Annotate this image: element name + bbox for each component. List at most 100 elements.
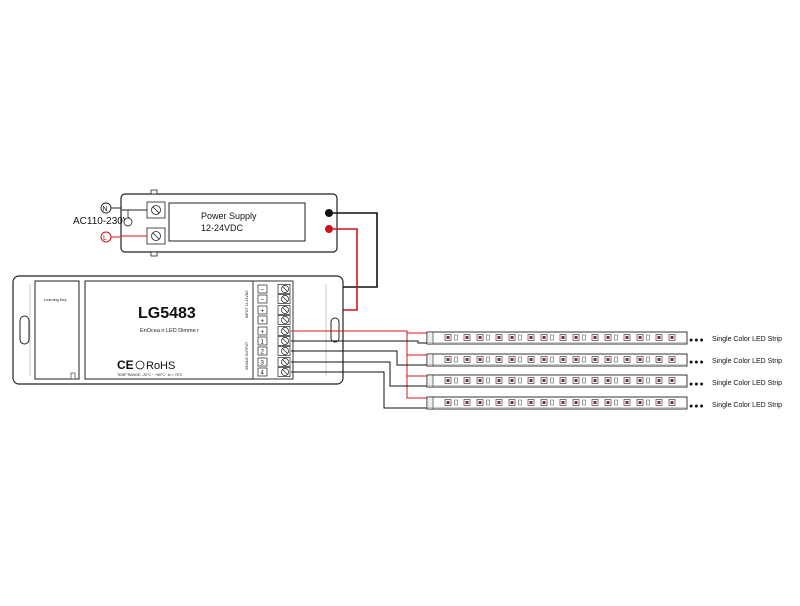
led-emitter xyxy=(657,401,661,404)
dimmer-model: LG5483 xyxy=(138,305,196,322)
strip-ellipsis: ●●● xyxy=(689,403,705,410)
ground-icon xyxy=(123,217,133,227)
led-emitter xyxy=(478,358,482,361)
resistor xyxy=(518,334,522,341)
led-emitter xyxy=(574,358,578,361)
power-supply-tab xyxy=(150,251,158,257)
led-emitter xyxy=(497,379,501,382)
led-emitter xyxy=(465,401,469,404)
terminal-label-box xyxy=(257,305,268,315)
strip-connector xyxy=(426,374,434,388)
led-strip xyxy=(426,374,688,388)
strip-connector xyxy=(426,331,434,345)
resistor xyxy=(518,399,522,406)
screw-slot xyxy=(282,369,288,375)
led-emitter xyxy=(657,379,661,382)
neutral-symbol: N xyxy=(103,206,108,213)
live-symbol: L xyxy=(103,235,107,242)
led-emitter xyxy=(542,336,546,339)
resistor xyxy=(646,334,650,341)
terminal-label-box xyxy=(257,294,268,304)
led-emitter xyxy=(574,401,578,404)
led-emitter xyxy=(670,336,674,339)
ac-input-label: AC110-230V xyxy=(73,216,130,227)
led-emitter xyxy=(478,401,482,404)
learning-key-label: Learning Key xyxy=(44,298,66,302)
led-emitter xyxy=(542,379,546,382)
strip-connector xyxy=(426,353,434,367)
terminal-label: + xyxy=(261,319,265,325)
terminal-label: 1 xyxy=(261,340,265,346)
strip-ellipsis: ●●● xyxy=(689,381,705,388)
resistor xyxy=(582,356,586,363)
terminal-label: + xyxy=(261,330,265,336)
resistor xyxy=(486,399,490,406)
terminal-label: 2 xyxy=(261,350,265,356)
resistor xyxy=(518,356,522,363)
resistor xyxy=(486,356,490,363)
screw-slot xyxy=(282,338,288,344)
led-emitter xyxy=(561,401,565,404)
led-emitter xyxy=(638,379,642,382)
led-emitter xyxy=(446,358,450,361)
strip-label: Single Color LED Strip xyxy=(712,336,782,343)
power-supply-voltage: 12-24VDC xyxy=(201,223,244,233)
resistor xyxy=(614,356,618,363)
resistor xyxy=(646,399,650,406)
led-emitter xyxy=(465,336,469,339)
power-supply: Power Supply 12-24VDC AC110-230V N L xyxy=(73,189,338,257)
led-emitter xyxy=(657,336,661,339)
dc-terminal-negative xyxy=(325,209,333,217)
led-emitter xyxy=(465,358,469,361)
resistor xyxy=(614,377,618,384)
screw-slot xyxy=(282,328,288,334)
power-supply-tab xyxy=(150,189,158,195)
resistor xyxy=(582,377,586,384)
screw-slot xyxy=(282,296,288,302)
screw-slot xyxy=(282,286,288,292)
led-emitter xyxy=(465,379,469,382)
led-emitter xyxy=(478,379,482,382)
led-emitter xyxy=(670,379,674,382)
output-wire xyxy=(291,371,433,409)
terminal-label-box xyxy=(257,346,268,356)
resistor xyxy=(454,377,458,384)
led-emitter xyxy=(670,358,674,361)
led-emitter xyxy=(510,401,514,404)
resistor xyxy=(582,399,586,406)
output-wire xyxy=(406,376,433,399)
output-wire xyxy=(291,361,433,387)
led-emitter xyxy=(625,379,629,382)
resistor xyxy=(582,334,586,341)
strip-captions: ●●● Single Color LED Strip ●●● Single Co… xyxy=(689,336,782,410)
resistor xyxy=(646,356,650,363)
led-emitter xyxy=(510,336,514,339)
terminal-label-box xyxy=(257,315,268,325)
screw-slot xyxy=(282,359,288,365)
led-emitter xyxy=(542,401,546,404)
resistor xyxy=(486,377,490,384)
strip-ellipsis: ●●● xyxy=(689,359,705,366)
terminal-label-box xyxy=(257,367,268,377)
strip-connector xyxy=(426,396,434,410)
strip-label: Single Color LED Strip xyxy=(712,402,782,409)
resistor xyxy=(550,334,554,341)
terminal-label-box xyxy=(257,284,268,294)
led-strip xyxy=(426,353,688,367)
led-emitter xyxy=(638,336,642,339)
led-emitter xyxy=(542,358,546,361)
screw-slot xyxy=(282,317,288,323)
terminal-label: 3 xyxy=(261,361,265,367)
resistor xyxy=(646,377,650,384)
led-emitter xyxy=(529,379,533,382)
output-wire xyxy=(291,330,433,334)
led-emitter xyxy=(638,401,642,404)
resistor xyxy=(454,334,458,341)
led-emitter xyxy=(625,358,629,361)
dimmer-label-panel xyxy=(84,280,271,380)
strip-label: Single Color LED Strip xyxy=(712,358,782,365)
led-emitter xyxy=(497,358,501,361)
resistor xyxy=(614,399,618,406)
